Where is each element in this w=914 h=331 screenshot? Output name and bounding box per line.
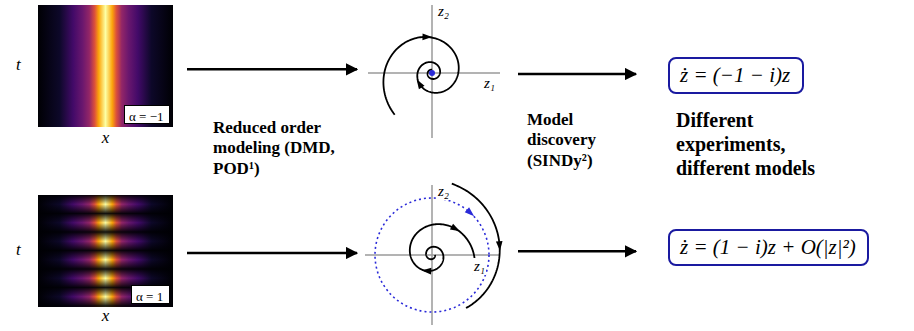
equation: ż = (−1 − i)z [680,63,790,87]
axis-label: x [38,128,173,148]
axis-line [431,185,433,325]
parameter-box: α = 1 [131,285,170,304]
equation: ż = (1 − i)z + O(|z|²) [680,235,856,259]
axis-label: z₁ [483,75,496,92]
flow-arrow [518,250,636,253]
trajectory-arrowhead [417,79,425,89]
heatmap-panel: txα = 1 [38,195,173,307]
heatmap-panel: txα = −1 [38,5,173,127]
parameter-box: α = −1 [124,105,170,124]
phase-trajectories [383,34,502,308]
axis-label: z₂ [437,3,450,20]
trajectory-arrowhead [422,268,432,275]
limit-cycle [375,198,489,312]
equation-box: ż = (1 − i)z + O(|z|²) [668,229,869,266]
trajectory-arrowhead [422,34,432,41]
step-label: Model discovery (SINDy²) [527,110,642,171]
fixed-point [429,70,435,76]
heatmap [38,195,173,307]
trajectory-arrowhead [465,207,474,216]
trajectory-arrowhead [496,241,503,251]
trajectory-arrowhead [450,224,460,231]
conclusion-label: Different experiments, different models [676,108,851,180]
axis-label: x [38,306,173,326]
equation-box: ż = (−1 − i)z [668,57,804,94]
axis-label: t [16,55,21,75]
flow-arrow [187,68,357,71]
phase-portrait: z₂ z₁ [365,185,500,325]
flow-arrow [518,73,636,76]
parameter-label: α = 1 [136,290,163,305]
heatmap-modulation [38,195,173,307]
parameter-label: α = −1 [129,110,163,125]
axis-label: z₁ [473,258,486,275]
axis-label: t [16,240,21,260]
step-label: Reduced order modeling (DMD, POD¹) [213,118,373,179]
trajectory [410,224,475,274]
heatmap [38,5,173,127]
trajectory [383,37,458,115]
trajectory [452,184,500,308]
phase-portrait: z₂ z₁ [365,5,500,140]
flow-arrow [187,252,357,255]
axis-label: z₂ [437,183,450,200]
